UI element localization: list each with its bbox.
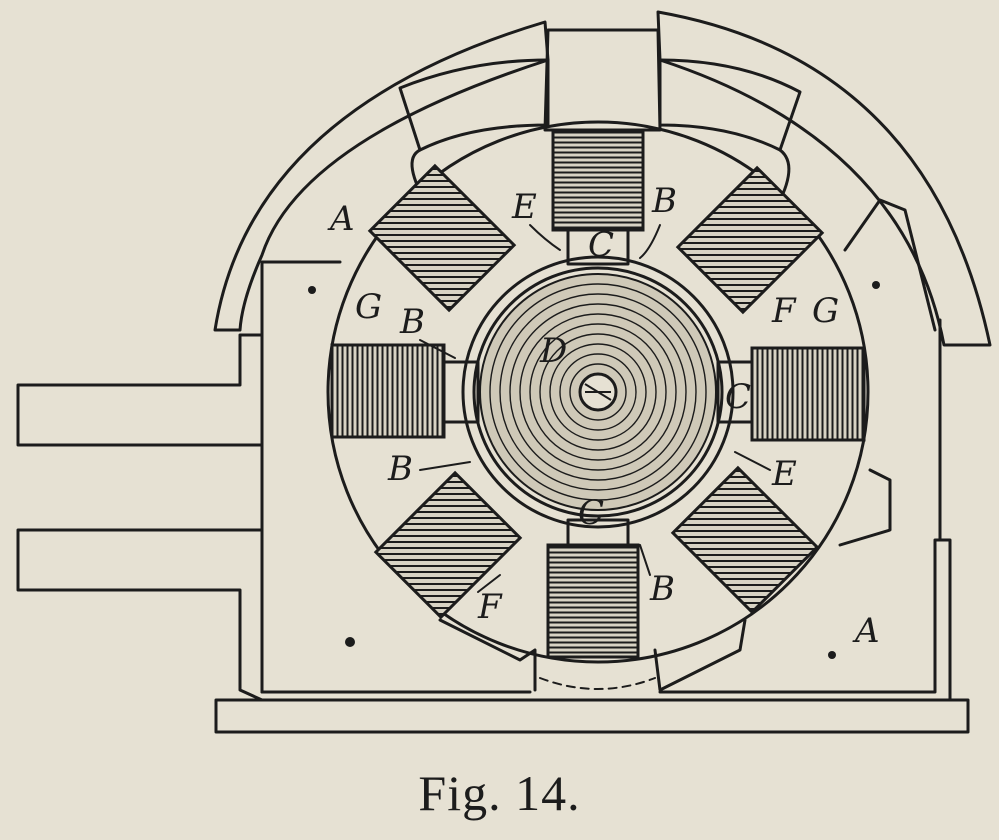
coil-top xyxy=(551,128,645,232)
label-f-right: F xyxy=(771,291,797,331)
label-g-left: G xyxy=(355,287,382,327)
label-d: D xyxy=(539,331,567,371)
coil-upper-left xyxy=(367,163,517,313)
label-b-lower-left: B xyxy=(387,449,413,489)
label-c-bottom: C xyxy=(578,493,604,533)
label-b-left: B xyxy=(399,302,425,342)
housing-frame xyxy=(16,260,952,702)
coil-upper-right xyxy=(675,165,825,315)
motor-cross-section-diagram: A A E B C G B F G D C B E C B F xyxy=(16,10,992,734)
coil-lower-right xyxy=(670,465,820,615)
label-f-lower: F xyxy=(477,587,503,627)
bolt-holes xyxy=(308,281,880,659)
label-e-right: E xyxy=(771,454,797,494)
label-e-top: E xyxy=(511,187,537,227)
rotor xyxy=(461,255,735,529)
coil-right xyxy=(750,346,866,442)
outer-arc-upper-left xyxy=(213,20,550,332)
label-g-right: G xyxy=(812,291,839,331)
coil-bottom xyxy=(546,543,640,659)
label-b-bottom: B xyxy=(649,569,675,609)
label-a-lower: A xyxy=(852,611,880,651)
label-c-top: C xyxy=(588,225,614,265)
coil-left xyxy=(330,343,446,439)
rotor-laminations xyxy=(489,283,707,501)
diagram-labels: A A E B C G B F G D C B E C B F xyxy=(327,181,880,651)
figure-caption: Fig. 14. xyxy=(418,765,581,821)
leader-lines xyxy=(419,224,771,593)
coil-lower-left xyxy=(373,470,523,620)
base-plate xyxy=(214,698,970,734)
label-b-top: B xyxy=(651,181,677,221)
label-a-upper: A xyxy=(327,199,355,239)
label-c-right: C xyxy=(725,377,751,417)
